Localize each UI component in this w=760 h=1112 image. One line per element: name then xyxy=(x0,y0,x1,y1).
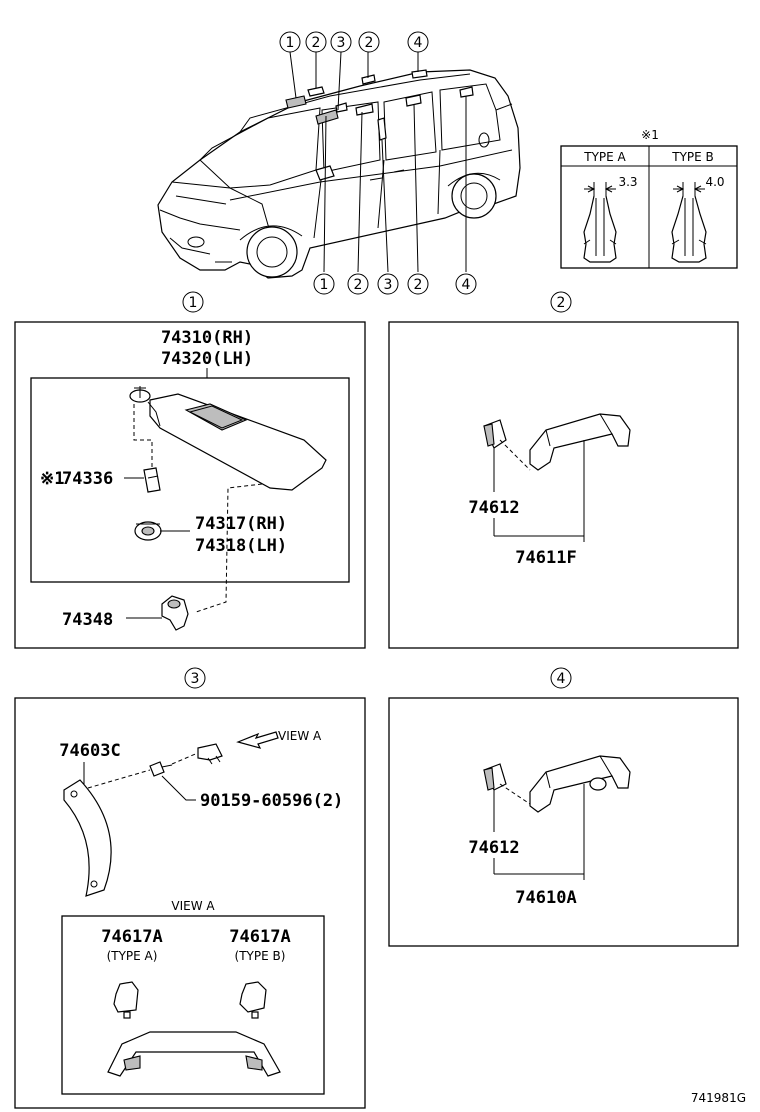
callout-bottom-5: 4 xyxy=(462,277,471,293)
curved-grip xyxy=(63,779,112,897)
part-visor-rh: 74310(RH) xyxy=(161,328,253,348)
vanity-mirror xyxy=(184,403,248,431)
callout-bottom-2: 2 xyxy=(354,277,363,293)
panel-3-badge: 3 xyxy=(191,671,200,687)
callout-top-4: 2 xyxy=(365,35,374,51)
part-holder-rh: 74317(RH) xyxy=(195,514,287,534)
callout-top-5: 4 xyxy=(414,35,423,51)
type-b-header: TYPE B xyxy=(671,150,714,164)
clip-type-a-drawing: 3.3 xyxy=(583,175,638,263)
clip-type-table: ※1 TYPE A TYPE B 3.3 4.0 xyxy=(560,128,738,269)
panel-1-badge: 1 xyxy=(189,295,198,311)
overview-leaders xyxy=(289,51,467,273)
visor-clip xyxy=(143,467,161,493)
callout-bottom-1: 1 xyxy=(320,277,329,293)
grip-clip xyxy=(197,743,223,761)
part-screw: 90159-60596(2) xyxy=(200,791,343,811)
panel-3-assist-grip: 74603C 90159-60596(2) VIEW A VIEW A 7461… xyxy=(14,697,366,1109)
part-cover-4: 74612 xyxy=(468,838,519,858)
callout-top-1: 1 xyxy=(286,35,295,51)
part-assist-grip-4: 74610A xyxy=(515,888,576,908)
part-clip-mark: ※1 xyxy=(40,469,64,489)
type-b-dimension: 4.0 xyxy=(705,175,724,189)
callout-bottom-4: 2 xyxy=(414,277,423,293)
part-assist-grip: 74611F xyxy=(515,548,576,568)
part-holder-lh: 74318(LH) xyxy=(195,536,287,556)
part-cover: 74612 xyxy=(468,498,519,518)
panel-headers: 1 2 3 4 xyxy=(182,291,572,689)
clip-note-mark: ※1 xyxy=(641,128,659,142)
panel-2-badge: 2 xyxy=(557,295,566,311)
panel-4-assist-grip: 74612 74610A xyxy=(388,697,739,947)
view-a-box-label: VIEW A xyxy=(171,899,215,913)
part-cap-b: 74617A xyxy=(229,927,290,947)
assist-grip xyxy=(529,413,631,471)
sun-visor xyxy=(149,393,327,491)
overview-callouts-bottom: 1 2 3 2 4 xyxy=(313,273,477,295)
part-cap-b-type: (TYPE B) xyxy=(235,949,286,963)
overview-callouts-top: 1 2 3 2 4 xyxy=(279,31,429,53)
assist-grip-4 xyxy=(529,755,631,813)
part-visor-lh: 74320(LH) xyxy=(161,349,253,369)
callout-bottom-3: 3 xyxy=(384,277,393,293)
coat-hook xyxy=(589,777,607,791)
figure-code: 741981G xyxy=(691,1091,746,1105)
panel-1-sun-visor: 74310(RH) 74320(LH) ※1 74336 74317(RH) 7… xyxy=(14,321,366,649)
part-cap-a: 74617A xyxy=(101,927,162,947)
cap-type-b xyxy=(239,981,267,1013)
callout-top-3: 3 xyxy=(337,35,346,51)
part-cap-a-type: (TYPE A) xyxy=(107,949,158,963)
cap-type-a xyxy=(113,981,139,1013)
clip-type-b-drawing: 4.0 xyxy=(671,175,725,263)
panel-2-assist-grip: 74612 74611F xyxy=(388,321,739,649)
vehicle-illustration xyxy=(157,69,521,279)
view-a-label: VIEW A xyxy=(278,729,322,743)
callout-top-2: 2 xyxy=(312,35,321,51)
panel-4-badge: 4 xyxy=(557,671,566,687)
screw xyxy=(149,761,165,777)
type-a-header: TYPE A xyxy=(583,150,626,164)
part-bracket: 74348 xyxy=(62,610,113,630)
view-a-arrow xyxy=(236,731,279,749)
type-a-dimension: 3.3 xyxy=(618,175,637,189)
part-grip: 74603C xyxy=(59,741,120,761)
part-clip: 74336 xyxy=(62,469,113,489)
